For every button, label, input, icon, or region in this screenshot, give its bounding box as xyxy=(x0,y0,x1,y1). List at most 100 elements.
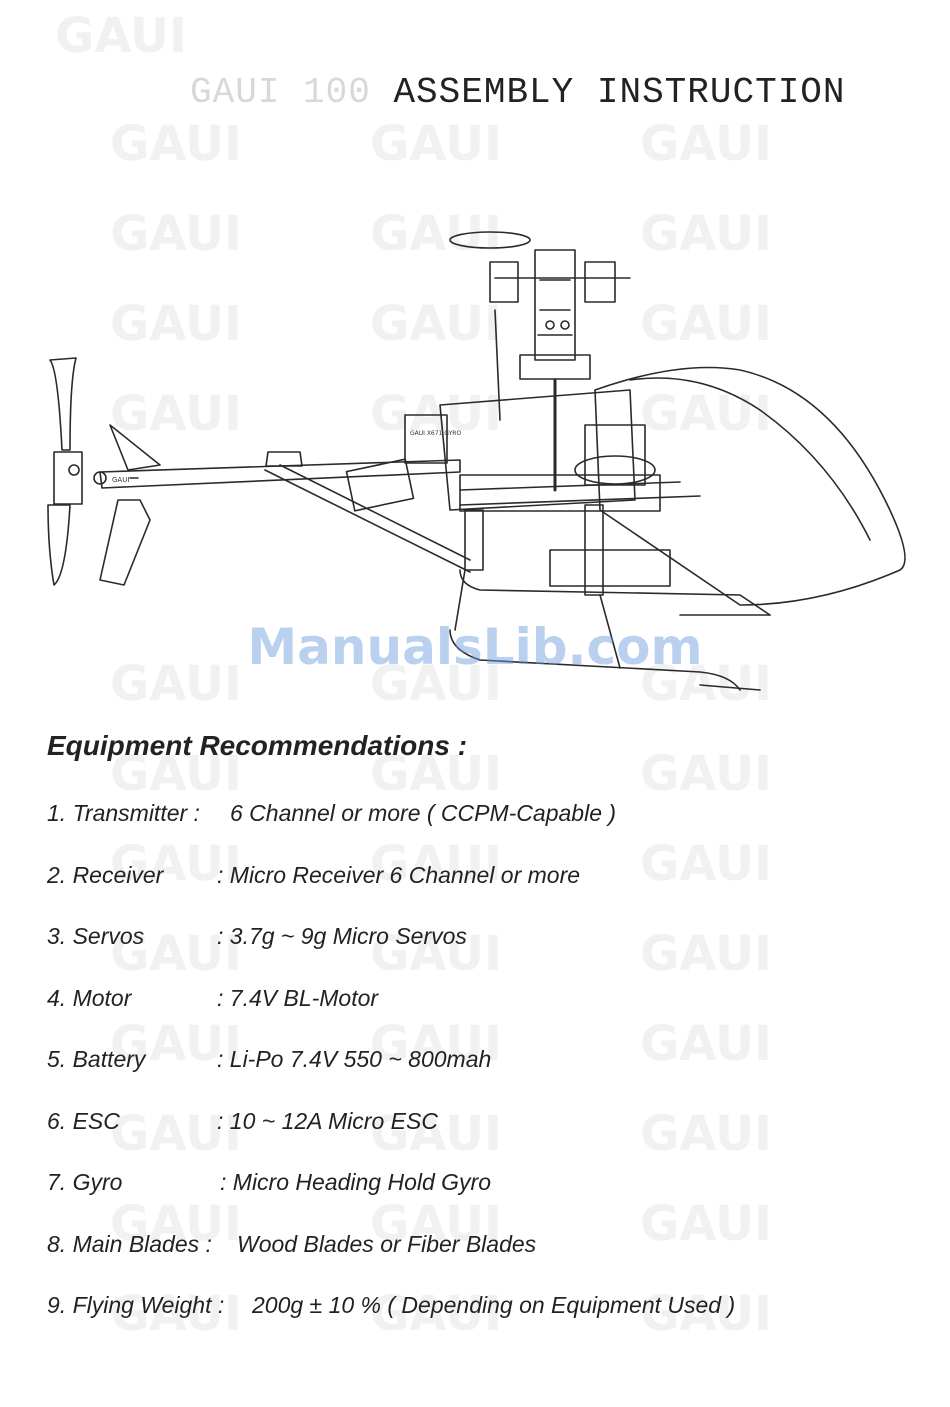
svg-text:GAUI: GAUI xyxy=(110,1106,242,1162)
tail-servo-mount xyxy=(265,451,303,467)
svg-text:GAUI: GAUI xyxy=(55,8,187,64)
svg-text:GAUI: GAUI xyxy=(640,206,772,262)
svg-text:GAUI: GAUI xyxy=(370,206,502,262)
flybar-link-rod xyxy=(494,309,501,421)
tail-rotor-blade-upper xyxy=(49,357,77,451)
list-item: 9. Flying Weight : 200g ± 10 % ( Dependi… xyxy=(47,1292,907,1354)
equipment-list: 1. Transmitter : 6 Channel or more ( CCP… xyxy=(47,800,907,1354)
boom-support-upper xyxy=(279,464,471,561)
blade-grip-right xyxy=(584,261,616,303)
spec-value: : 7.4V BL-Motor xyxy=(217,984,379,1011)
spec-label: 9. Flying Weight : xyxy=(47,1292,225,1318)
main-gear xyxy=(574,455,656,485)
spec-label: 8. Main Blades : xyxy=(47,1230,212,1257)
list-item: 4. Motor : 7.4V BL-Motor xyxy=(47,985,907,1047)
rotor-head-assembly xyxy=(534,249,576,361)
svg-text:GAUI: GAUI xyxy=(640,1196,772,1252)
svg-text:GAUI: GAUI xyxy=(370,1286,502,1342)
list-item: 2. Receiver : Micro Receiver 6 Channel o… xyxy=(47,862,907,924)
landing-strut-rear xyxy=(464,509,484,571)
svg-text:GAUI: GAUI xyxy=(640,116,772,172)
svg-text:GAUI: GAUI xyxy=(110,836,242,892)
svg-text:GAUI: GAUI xyxy=(370,1196,502,1252)
svg-text:GAUI: GAUI xyxy=(640,1016,772,1072)
boom-label: GAUI xyxy=(112,476,129,484)
svg-text:GAUI: GAUI xyxy=(370,746,502,802)
landing-skid-upper xyxy=(459,569,771,616)
svg-text:GAUI: GAUI xyxy=(110,206,242,262)
site-watermark: ManualsLib.com xyxy=(247,618,703,676)
list-item: 6. ESC : 10 ~ 12A Micro ESC xyxy=(47,1108,907,1170)
spec-value: : 3.7g ~ 9g Micro Servos xyxy=(217,923,467,949)
canopy xyxy=(594,366,906,606)
spec-label: 7. Gyro xyxy=(47,1169,123,1195)
svg-text:GAUI: GAUI xyxy=(640,1286,772,1342)
svg-text:GAUI: GAUI xyxy=(640,386,772,442)
main-frame xyxy=(439,389,636,511)
svg-text:GAUI: GAUI xyxy=(110,1016,242,1072)
svg-text:GAUI: GAUI xyxy=(110,1196,242,1252)
svg-text:GAUI: GAUI xyxy=(370,1016,502,1072)
svg-text:GAUI: GAUI xyxy=(110,656,242,712)
page-title: ASSEMBLY INSTRUCTION xyxy=(393,72,846,113)
document-title-line: GAUI 100 ASSEMBLY INSTRUCTION xyxy=(190,72,846,113)
tail-boom xyxy=(99,459,461,489)
svg-text:GAUI: GAUI xyxy=(640,656,772,712)
svg-text:GAUI: GAUI xyxy=(110,386,242,442)
landing-skid-lower xyxy=(449,629,741,691)
svg-text:GAUI: GAUI xyxy=(370,926,502,982)
tail-rotor-hub xyxy=(53,451,83,505)
spec-value: : Micro Heading Hold Gyro xyxy=(220,1169,491,1195)
svg-text:GAUI: GAUI xyxy=(640,836,772,892)
blade-grip-left xyxy=(489,261,519,303)
spec-label: 6. ESC xyxy=(47,1107,120,1134)
battery-pack xyxy=(549,549,671,587)
vertical-fin-upper xyxy=(109,424,161,471)
svg-text:GAUI: GAUI xyxy=(110,926,242,982)
spec-label: 4. Motor xyxy=(47,984,132,1011)
spec-value: : 10 ~ 12A Micro ESC xyxy=(217,1107,438,1134)
svg-text:GAUI: GAUI xyxy=(370,296,502,352)
flybar-paddle-left xyxy=(449,231,531,249)
spec-value: : Micro Receiver 6 Channel or more xyxy=(217,861,581,888)
tail-servo xyxy=(345,458,415,512)
tail-rotor-blade-lower xyxy=(47,504,71,586)
svg-text:GAUI: GAUI xyxy=(370,836,502,892)
vertical-fin-lower xyxy=(99,499,151,586)
svg-text:GAUI: GAUI xyxy=(370,116,502,172)
svg-text:GAUI: GAUI xyxy=(640,1106,772,1162)
frame-lower-plate xyxy=(459,474,661,512)
list-item: 1. Transmitter : 6 Channel or more ( CCP… xyxy=(47,800,907,862)
spec-value: 6 Channel or more ( CCPM-Capable ) xyxy=(230,800,617,826)
spec-label: 3. Servos xyxy=(47,923,145,949)
list-item: 7. Gyro : Micro Heading Hold Gyro xyxy=(47,1169,907,1231)
svg-text:GAUI: GAUI xyxy=(640,926,772,982)
spec-value: : Li-Po 7.4V 550 ~ 800mah xyxy=(217,1046,492,1072)
helicopter-assembly-illustration: GAUI GAUI X671 GYRO xyxy=(47,231,906,691)
svg-text:GAUI: GAUI xyxy=(640,296,772,352)
svg-text:GAUI: GAUI xyxy=(110,1286,242,1342)
svg-text:GAUI: GAUI xyxy=(370,386,502,442)
svg-text:GAUI: GAUI xyxy=(110,746,242,802)
svg-text:GAUI: GAUI xyxy=(370,1106,502,1162)
section-heading: Equipment Recommendations : xyxy=(47,730,468,761)
boom-support-lower xyxy=(264,469,471,573)
svg-text:GAUI: GAUI xyxy=(640,746,772,802)
main-motor xyxy=(584,424,646,486)
gyro-unit xyxy=(404,414,448,464)
list-item: 8. Main Blades : Wood Blades or Fiber Bl… xyxy=(47,1231,907,1293)
svg-text:GAUI: GAUI xyxy=(110,296,242,352)
list-item: 5. Battery : Li-Po 7.4V 550 ~ 800mah xyxy=(47,1046,907,1108)
spec-value: Wood Blades or Fiber Blades xyxy=(237,1230,537,1257)
spec-label: 1. Transmitter : xyxy=(47,800,200,826)
swashplate xyxy=(519,354,591,380)
list-item: 3. Servos : 3.7g ~ 9g Micro Servos xyxy=(47,923,907,985)
spec-value: 200g ± 10 % ( Depending on Equipment Use… xyxy=(252,1292,736,1318)
gyro-label: GAUI X671 GYRO xyxy=(410,430,461,437)
svg-text:GAUI: GAUI xyxy=(370,656,502,712)
spec-label: 2. Receiver xyxy=(47,861,164,888)
svg-text:GAUI: GAUI xyxy=(110,116,242,172)
spec-label: 5. Battery xyxy=(47,1046,146,1072)
brand-name-faded: GAUI 100 xyxy=(190,72,371,113)
